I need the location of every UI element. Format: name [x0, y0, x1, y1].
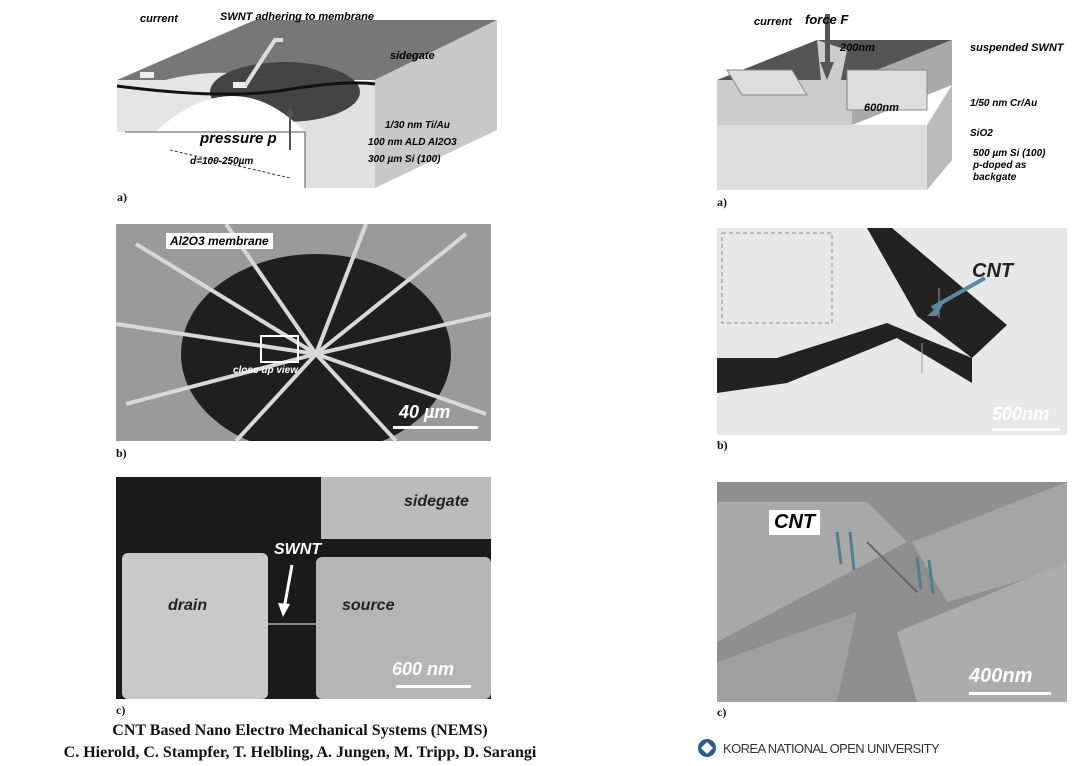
- label-ti-au: 1/30 nm Ti/Au: [385, 120, 450, 131]
- label-swnt-adhering: SWNT adhering to membrane: [220, 11, 375, 23]
- drain-pad: [122, 553, 268, 699]
- label-600nm: 600nm: [864, 102, 899, 114]
- scale-label-rb: 500nm: [992, 404, 1050, 424]
- label-closeup: close up view: [233, 365, 299, 376]
- label-ald: 100 nm ALD Al2O3: [368, 137, 457, 148]
- label-200nm: 200nm: [840, 42, 875, 54]
- label-diameter: d=100-250µm: [190, 156, 254, 167]
- sidegate-pad: [321, 477, 491, 539]
- label-sidegate-c: sidegate: [404, 493, 469, 510]
- label-drain: drain: [168, 597, 208, 614]
- right-figure-a: current force F 200nm suspended SWNT 600…: [697, 0, 1081, 212]
- label-si-3: backgate: [973, 172, 1017, 183]
- right-sem-c: CNT 400nm: [717, 482, 1067, 702]
- swnt-line: [268, 623, 316, 625]
- cnt-sem-image-b: [717, 228, 1007, 393]
- label-sidegate: sidegate: [390, 50, 435, 62]
- scale-label-rc: 400nm: [969, 665, 1033, 687]
- label-current-r: current: [754, 16, 792, 28]
- scale-label-c: 600 nm: [392, 659, 455, 679]
- footer-authors: C. Hierold, C. Stampfer, T. Helbling, A.…: [63, 744, 537, 761]
- label-swnt: SWNT: [274, 541, 322, 558]
- label-si: 300 µm Si (100): [368, 154, 441, 165]
- left-sem-b: Al2O3 membrane close up view 40 µm: [116, 224, 491, 441]
- label-cr-au: 1/50 nm Cr/Au: [970, 98, 1038, 109]
- scale-bar-rb: [992, 428, 1060, 431]
- label-source: source: [342, 597, 395, 614]
- panel-label-c: c): [116, 703, 126, 717]
- label-cnt-b: CNT: [972, 260, 1014, 282]
- suspended-swnt-schematic: [717, 14, 952, 190]
- panel-label-ra: a): [717, 195, 727, 209]
- university-logo: KOREA NATIONAL OPEN UNIVERSITY: [697, 738, 940, 758]
- scale-label-b: 40 µm: [399, 402, 451, 422]
- source-pad: [316, 557, 491, 699]
- scale-bar-b: [393, 426, 478, 429]
- label-si-1: 500 µm Si (100): [973, 148, 1046, 159]
- left-figure-a: current SWNT adhering to membrane sidega…: [105, 0, 497, 215]
- university-name: KOREA NATIONAL OPEN UNIVERSITY: [723, 740, 940, 756]
- scale-bar-c: [396, 685, 471, 688]
- panel-label-rb: b): [717, 438, 728, 452]
- label-sio2: SiO2: [970, 128, 993, 139]
- footer-title: CNT Based Nano Electro Mechanical System…: [112, 722, 488, 739]
- membrane-sem-image: [116, 224, 491, 441]
- swnt-arrow-icon: [278, 564, 294, 617]
- label-suspended: suspended SWNT: [970, 42, 1064, 54]
- panel-label-rc: c): [717, 705, 727, 719]
- label-cnt-c: CNT: [769, 510, 821, 535]
- scale-bar-rc: [969, 692, 1051, 695]
- label-si-2: p-doped as: [973, 160, 1027, 171]
- membrane-device-schematic: [116, 20, 497, 188]
- university-emblem-icon: [698, 739, 716, 757]
- label-force: force F: [805, 12, 849, 27]
- label-current: current: [140, 13, 178, 25]
- left-sem-c: sidegate SWNT drain source 600 nm: [116, 477, 491, 699]
- panel-label-a: a): [117, 190, 127, 204]
- panel-label-b: b): [116, 446, 127, 460]
- cnt-sem-image-c: [717, 482, 1067, 702]
- right-sem-b: CNT 500nm: [717, 228, 1067, 435]
- label-pressure: pressure p: [200, 130, 277, 147]
- label-membrane: Al2O3 membrane: [166, 233, 273, 249]
